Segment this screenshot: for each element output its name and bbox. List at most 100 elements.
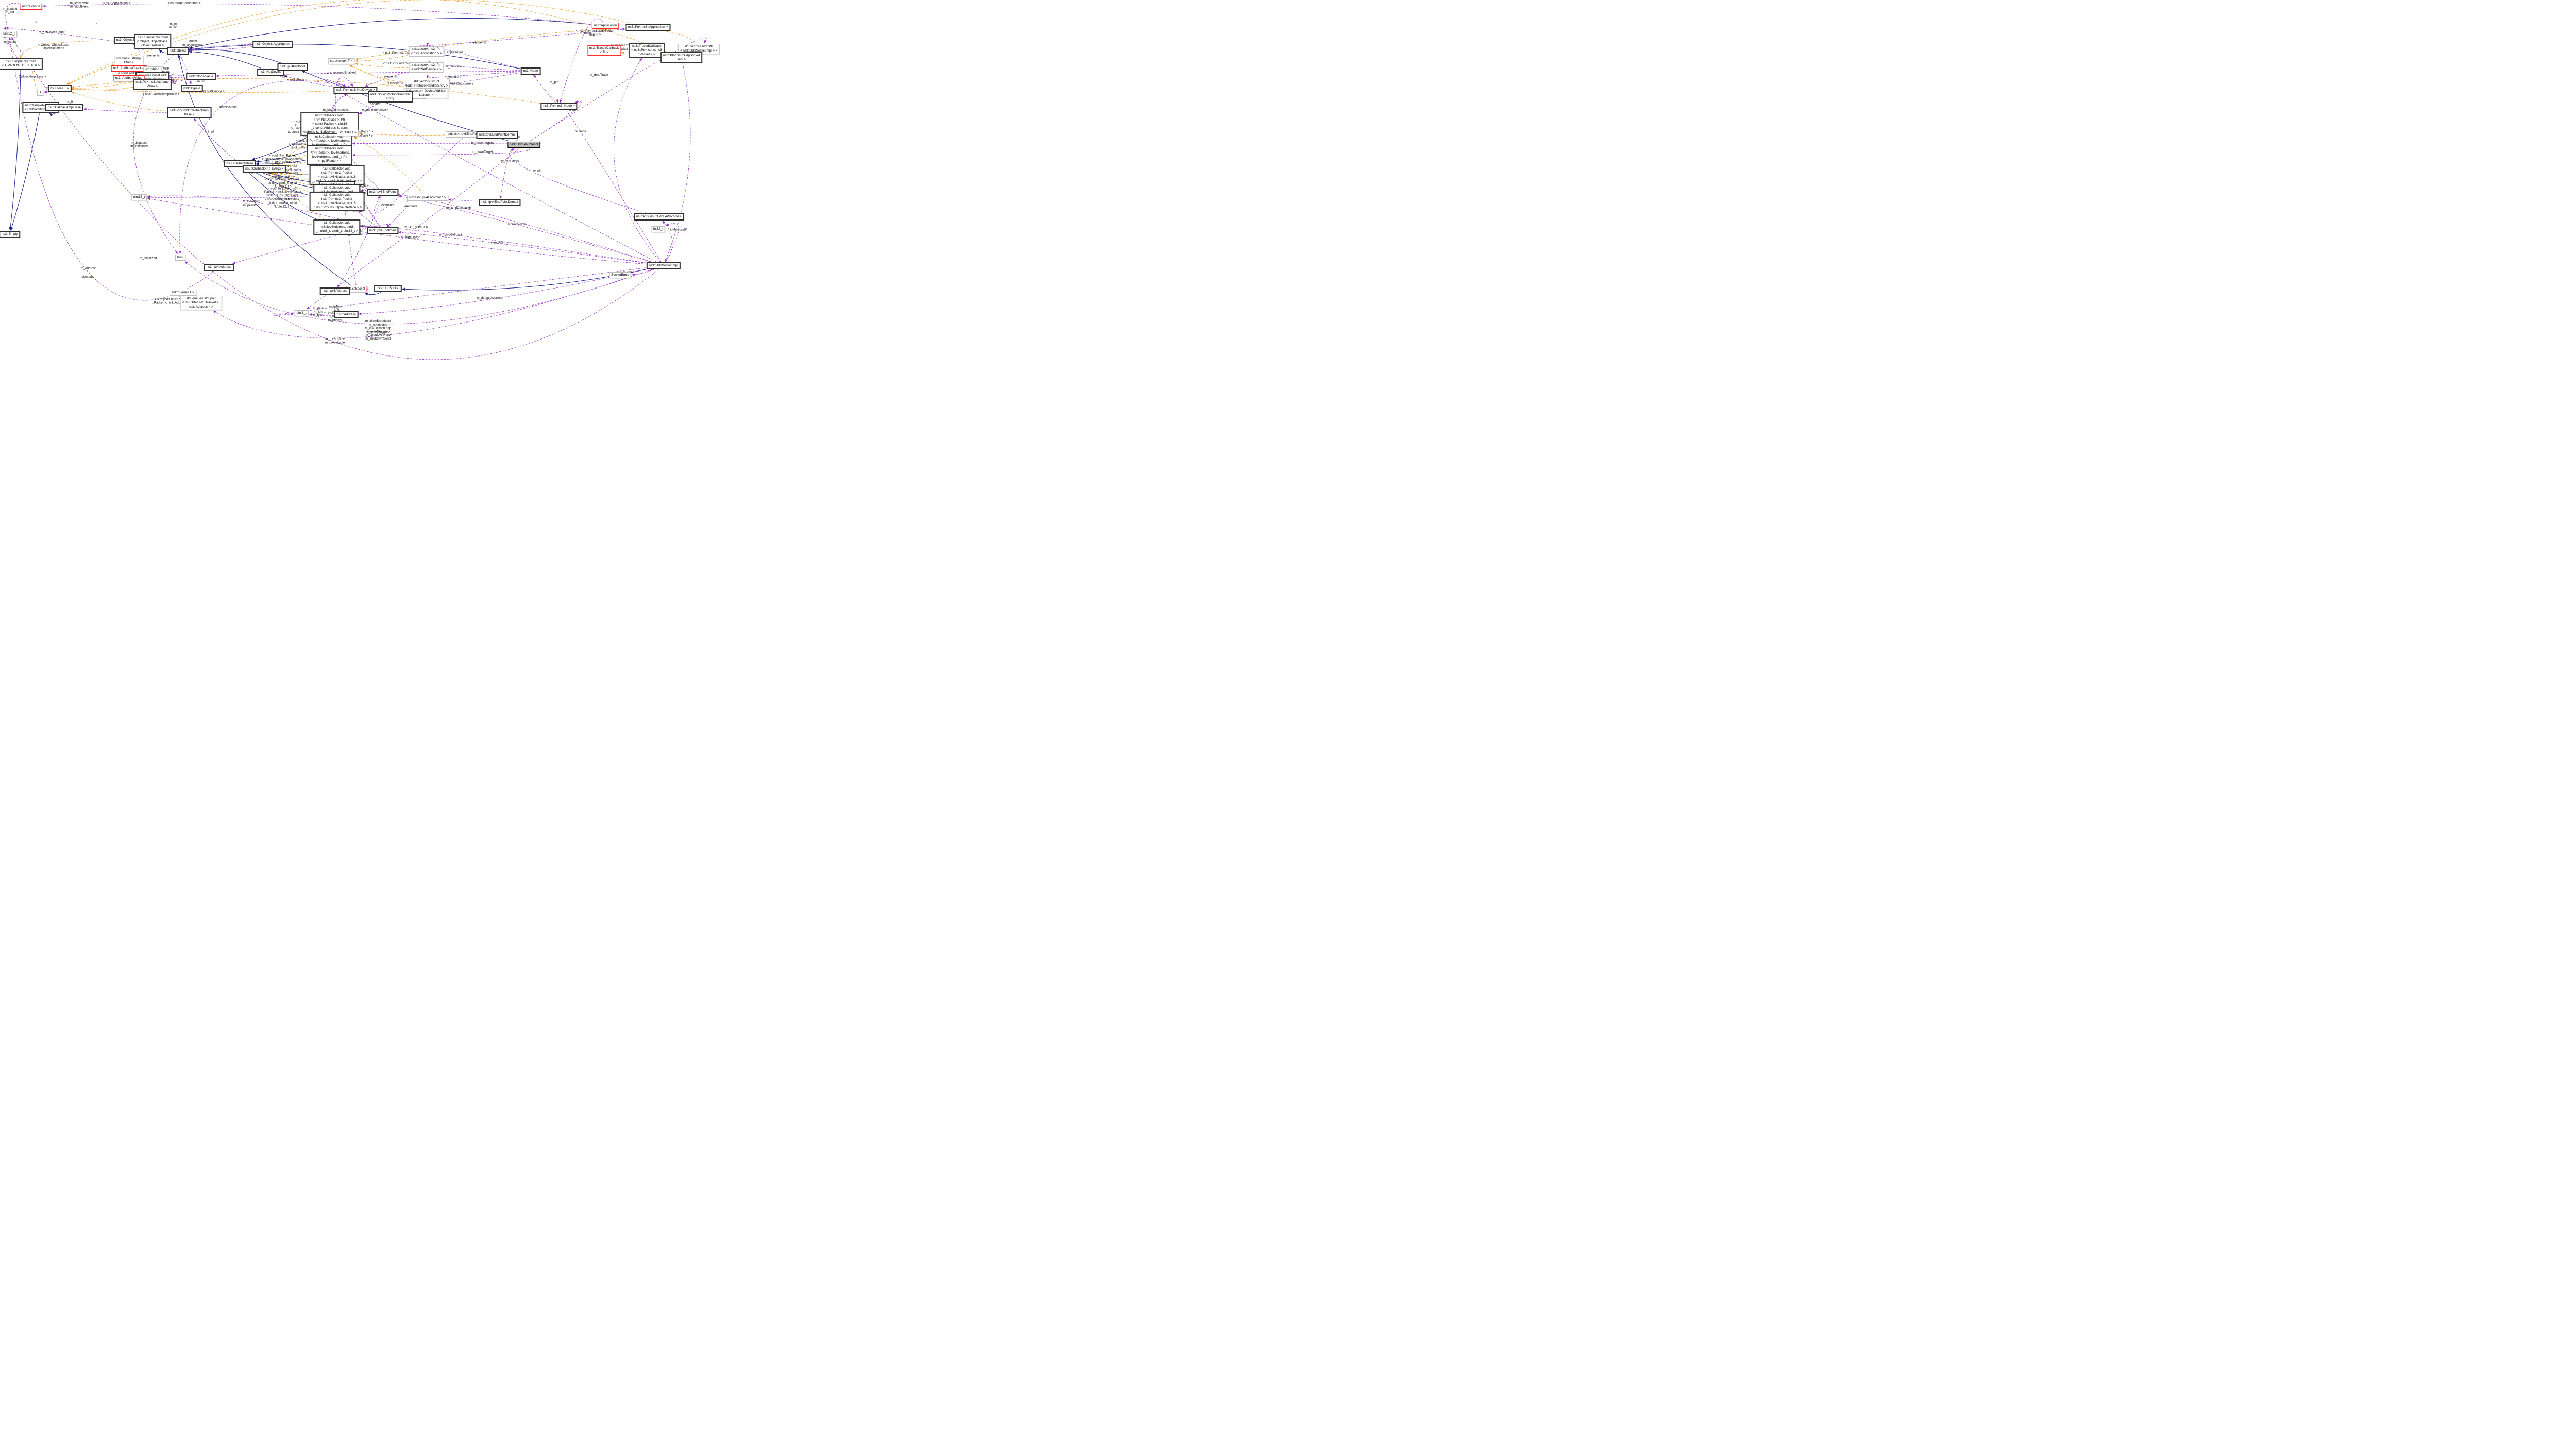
class-box-ptr_node: ns3::Ptr< ns3::Node > <box>540 103 578 110</box>
edge-label-ptr_netdevice-netdevice: m_ptr <box>280 74 288 78</box>
edge-node-vec_app <box>426 42 521 69</box>
edge-application-object <box>188 18 591 49</box>
floating-label-1: ? <box>35 21 37 25</box>
edge-ptr_cib-cib <box>83 108 167 113</box>
edge-label-queuepair-queueT: < std::pair< ns3::Ptr< ns3::Packet >, ns… <box>152 298 192 305</box>
class-box-node: ns3::Node <box>520 67 541 75</box>
class-box-eventid: ns3::EventId <box>20 3 42 10</box>
edge-label-node-vec_dal: m_deviceAdditionListeners <box>436 82 473 86</box>
class-box-cb_ipv6route: ns3::Callback< void, Ptr< Packet >, Ipv6… <box>307 133 353 154</box>
edge-label-node-vec_app: m_applications <box>443 50 464 54</box>
class-box-T: T <box>37 90 44 96</box>
floating-label-3: m_tid <box>67 100 75 104</box>
edge-list6-ep6 <box>374 138 463 213</box>
class-box-ptr_udpl4: ns3::Ptr< ns3::UdpL4Protocol > <box>633 213 684 221</box>
class-box-basicstring: std::basic_string< Char > <box>114 55 144 66</box>
edge-label-udpsockimpl-ptr_netdevice: m_boundnetdevice <box>362 108 389 112</box>
edge-udpsockimpl-uint16 <box>147 197 647 265</box>
class-box-aggregates: ns3::Object::Aggregates <box>252 40 293 48</box>
edge-udpsockimpl-address <box>358 269 647 315</box>
edge-srcT-uint32 <box>3 35 18 59</box>
edge-cb_ipv4hdr-callback_r <box>270 173 309 193</box>
edge-label-tcb_pkt-tcb_ts: < ns3::Ptr< const ns3::Packet > > <box>610 44 640 51</box>
edge-cb_netdev-callbackbase <box>251 136 309 161</box>
edge-label-udpsockimpl-int32: m_ipMulticastIf <box>666 228 687 232</box>
class-box-ptr_attrvalue: ns3::Ptr< ns3::Attribute Value > <box>133 78 172 90</box>
class-box-cb_ipv4route: ns3::Callback< void, Ptr< Packet >, Ipv4… <box>307 145 353 165</box>
edge-list4-ep4 <box>386 201 409 228</box>
floating-label-5: elements <box>81 275 94 279</box>
floating-label-6: elements <box>147 54 160 57</box>
edge-label-udpsockimpl-cb_icmp4: m_icmpCallback <box>439 233 463 237</box>
class-box-queueT: std::queue< T > <box>170 289 196 296</box>
diagram-canvas: < Object, ObjectBase,ObjectDeleter >< Ca… <box>0 0 788 364</box>
edge-src_cib-empty <box>10 113 40 231</box>
edge-label-udpl4-cb_ipv6route: m_downTarget6 <box>471 142 494 145</box>
edge-ep4-ptr_netdevice <box>331 94 380 227</box>
edge-label-cb_icmp6-callback_r: < void, ns3::Ipv6Address,uint8_t, uint8_… <box>265 178 300 189</box>
edge-udpsockimpl-boolbox <box>184 261 653 325</box>
edge-udpsockimpl-uint8 <box>273 267 647 316</box>
edge-object-typeid <box>179 54 192 85</box>
edge-label-ptr_app-ptrT: < ns3::Application > <box>103 2 130 5</box>
edge-vec_app-ptr_app <box>419 28 626 46</box>
class-box-vec_netdev: std::vector< ns3::Ptr < ns3::NetDevice >… <box>409 62 444 73</box>
edge-label-cb_icmp4-callback_r: < void, ns3::Ipv4Address,uint8_t, uint8_… <box>265 198 300 209</box>
edge-label-aggregates-object: buffer <box>189 40 197 43</box>
edge-globalvalue-ptr_const_attrchecker <box>169 76 186 79</box>
class-box-attrchecker: ns3::AttributeChecker <box>111 65 147 72</box>
class-box-typeid: ns3::TypeId <box>181 84 203 92</box>
edge-label-object-typeid: m_tid <box>197 80 205 83</box>
edge-label-vec_netdev-vector_t: < ns3::Ptr< ns3::NetDevice > > <box>383 62 426 65</box>
class-box-demux6: ns3::Ipv6EndPointDemux <box>476 131 518 139</box>
edge-label-cb_ipv4hdr-callback_r: < void, ns3::Ptr< ns3::Packet >, ns3::Ip… <box>263 187 302 200</box>
edge-label-udpsockimpl-address: m_defaultAddress <box>477 296 502 300</box>
edge-phe-cb_netdev <box>359 103 380 114</box>
edge-udpsockimpl-ep4 <box>398 231 647 264</box>
edge-label-object-aggregates: m_aggregates <box>182 44 202 47</box>
class-box-vec_dal: std::vector< DeviceAddition Listener > <box>404 88 448 98</box>
edge-label-vec_app-ptr_app: elements <box>473 41 486 44</box>
class-box-vector_t: std::vector< T > <box>328 58 355 65</box>
edge-udpsockimpl-ptr_node <box>555 99 662 262</box>
class-box-queuepair: std::queue< std::pair < ns3::Ptr< ns3::P… <box>180 295 222 310</box>
class-box-ptr_app: ns3::Ptr< ns3::Application > <box>625 23 671 31</box>
class-box-globalvalue: ns3::GlobalValue <box>186 73 216 80</box>
edge-ipl4protocol-object <box>188 48 282 63</box>
edge-vec_app-vector_t <box>355 55 408 62</box>
edge-label-srcT-uint32: m_count <box>4 40 16 44</box>
edge-globalvalue-ptr_attrvalue <box>171 79 186 83</box>
class-box-phe: ns3::Node::ProtocolHandler Entry <box>367 91 413 103</box>
edge-label-phe-cb_netdev: handler <box>370 102 380 106</box>
class-box-ptr_udpsock: ns3::Ptr< ns3::UdpSocket Impl > <box>660 52 703 63</box>
edge-vec_netdev-ptr_netdevice <box>364 71 409 87</box>
edge-label-ptr_netdevice-ptrT: < ns3::NetDevice > <box>198 90 225 93</box>
class-box-empty: ns3::Empty <box>0 230 21 238</box>
edge-ptr_netdevice-ptrT <box>71 88 334 93</box>
class-box-cb_icmp4: ns3::Callback< void, ns3::Ipv4Address, u… <box>313 219 361 235</box>
class-box-callbackbase: ns3::CallbackBase <box>224 160 256 167</box>
edge-cb_icmp4-callback_r <box>268 173 325 220</box>
class-box-sockerrno: SocketErrno <box>609 272 631 279</box>
edge-cb_ipv4route-callback_r <box>286 161 307 167</box>
edge-aggregates-object <box>188 46 252 52</box>
edge-cb_ipv6route-callbackbase <box>256 151 307 163</box>
class-box-vec_app: std::vector< ns3::Ptr < ns3::Application… <box>409 46 444 57</box>
edge-label-node-vec_netdev: m_devices <box>445 65 460 69</box>
edge-label-cb_ipv4route-callback_r: < void, Ptr< Packet>, Ipv4Address, Ipv4A… <box>262 154 303 165</box>
edge-object-aggregates <box>189 43 253 50</box>
edge-cb_icmp4-callbackbase <box>243 167 317 220</box>
edge-ep4-uint16 <box>147 195 369 227</box>
class-box-cb_ipv4hdr: ns3::Callback< void, ns3::Ptr< ns3::Pack… <box>309 192 365 212</box>
edge-label-ptr_node-ptrT: < ns3::Node > <box>287 78 308 82</box>
edge-label-udpl4-ptr_node: m_node <box>565 109 577 112</box>
edge-object-src_object <box>159 49 167 54</box>
class-box-ep6: ns3::Ipv6EndPoint <box>366 188 399 196</box>
class-box-int32: int32_t <box>651 226 665 232</box>
edge-ptr_udpsock-udpsockimpl <box>665 63 691 262</box>
edge-label-application-ptr_node: m_node <box>580 31 591 35</box>
class-box-listT: std::list< T > <box>336 130 359 137</box>
